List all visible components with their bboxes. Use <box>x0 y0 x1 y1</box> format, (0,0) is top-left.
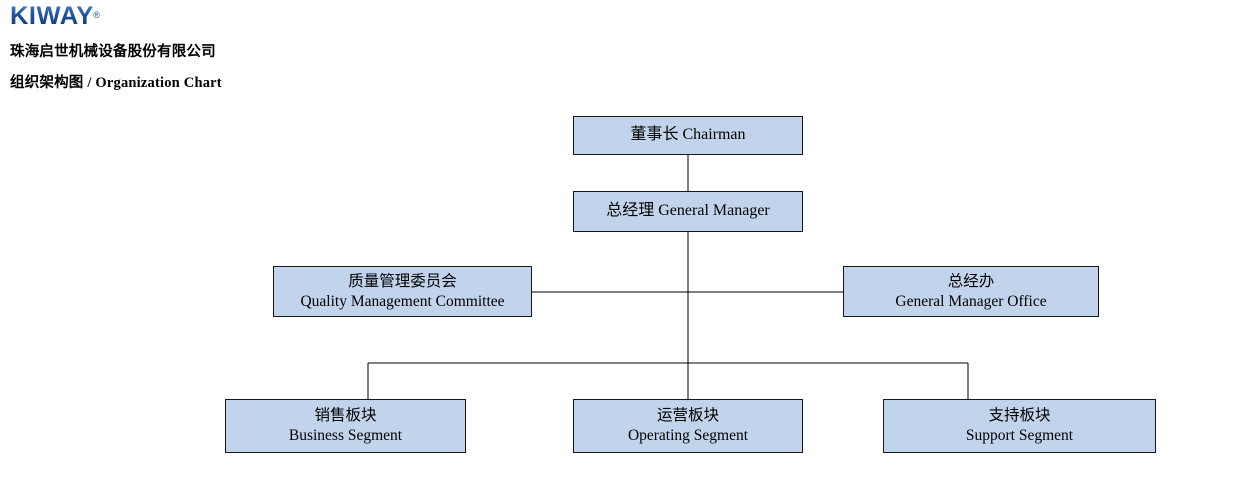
node-support-label-cn: 支持板块 <box>988 407 1051 425</box>
page-title: 组织架构图 / Organization Chart <box>10 75 222 91</box>
node-support-segment[interactable]: 支持板块 Support Segment <box>883 399 1156 453</box>
registered-trademark-icon: ® <box>93 10 100 20</box>
document-header: KIWAY® 珠海启世机械设备股份有限公司 组织架构图 / Organizati… <box>10 2 430 92</box>
node-qmc-label-cn: 质量管理委员会 <box>348 272 457 290</box>
node-operating-label-en: Operating Segment <box>627 427 749 444</box>
node-gmo-label-cn: 总经办 <box>947 272 995 290</box>
company-name: 珠海启世机械设备股份有限公司 <box>10 44 216 60</box>
node-business-segment[interactable]: 销售板块 Business Segment <box>225 399 466 453</box>
kiway-logo: KIWAY® <box>10 2 430 31</box>
logo-wordmark: KIWAY <box>10 2 94 31</box>
node-quality-management-committee[interactable]: 质量管理委员会 Quality Management Committee <box>273 266 532 317</box>
node-business-label-cn: 销售板块 <box>314 407 377 425</box>
node-qmc-label-en: Quality Management Committee <box>300 292 505 310</box>
node-operating-segment[interactable]: 运营板块 Operating Segment <box>573 399 803 453</box>
node-general-manager-office[interactable]: 总经办 General Manager Office <box>843 266 1099 317</box>
node-operating-label-cn: 运营板块 <box>656 407 719 425</box>
node-business-label-en: Business Segment <box>288 427 403 444</box>
node-general-manager[interactable]: 总经理 General Manager <box>573 191 803 232</box>
node-support-label-en: Support Segment <box>965 427 1074 444</box>
node-chairman[interactable]: 董事长 Chairman <box>573 116 803 155</box>
node-chairman-label: 董事长 Chairman <box>630 126 746 144</box>
node-gmo-label-en: General Manager Office <box>895 292 1047 310</box>
node-general-manager-label: 总经理 General Manager <box>606 202 770 220</box>
